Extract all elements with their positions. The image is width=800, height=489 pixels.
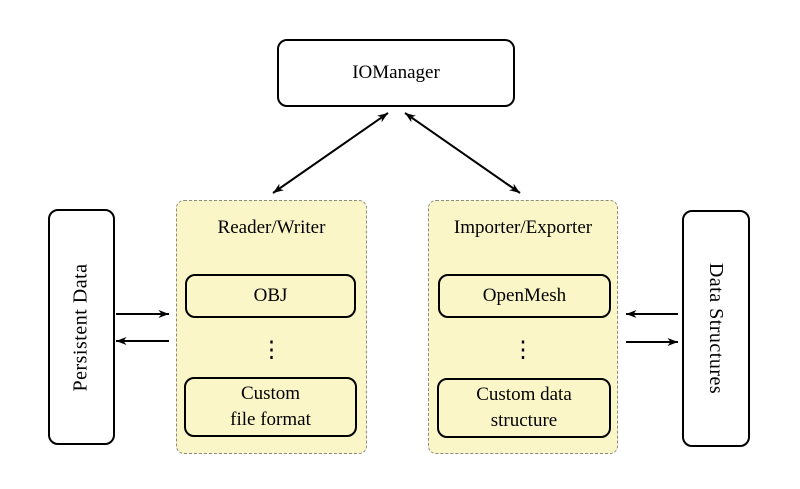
node-custom-file-format: Custom file format (184, 377, 357, 437)
arrow-iomanager-importerexporter (404, 112, 521, 194)
importer-exporter-title: Importer/Exporter (453, 217, 593, 238)
node-obj: OBJ (185, 274, 356, 318)
vertical-ellipsis-icon: ⋮ (511, 336, 535, 362)
node-iomanager: IOManager (277, 39, 515, 107)
node-persistent-data: Persistent Data (48, 209, 115, 445)
group-importer-exporter: Importer/Exporter OpenMesh ⋮ Custom data… (428, 200, 618, 454)
persistent-data-label: Persistent Data (70, 262, 92, 392)
reader-writer-title: Reader/Writer (217, 217, 326, 238)
node-custom-data-structure: Custom data structure (437, 378, 611, 438)
node-data-structures: Data Structures (682, 210, 750, 447)
vertical-ellipsis-icon: ⋮ (260, 336, 283, 362)
iomanager-label: IOManager (352, 62, 440, 83)
node-openmesh: OpenMesh (438, 274, 611, 318)
group-reader-writer: Reader/Writer OBJ ⋮ Custom file format (176, 200, 367, 454)
data-structures-label: Data Structures (705, 262, 728, 395)
arrow-iomanager-readerwriter (272, 112, 389, 194)
